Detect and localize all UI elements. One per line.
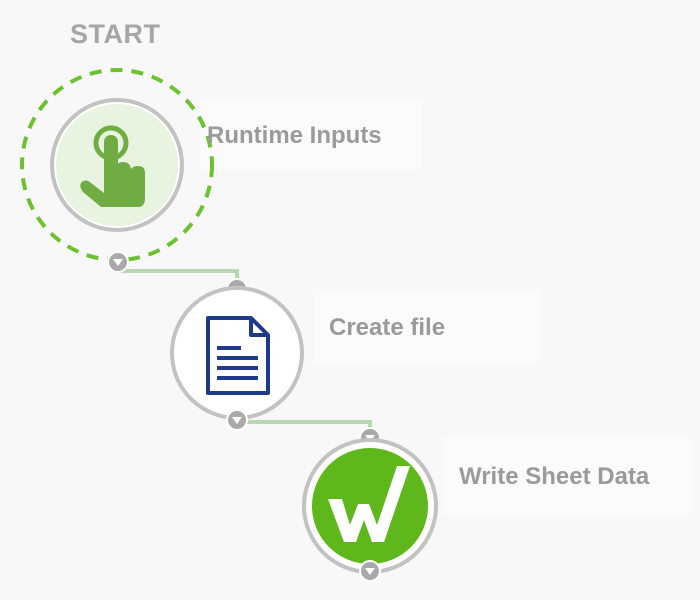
node-write-sheet-data[interactable] [298,424,443,590]
node-runtime-inputs[interactable] [15,65,225,280]
document-icon [206,316,270,395]
node-label-background [443,437,692,515]
node-create-file[interactable] [166,275,311,435]
start-label: START [70,19,161,49]
port-arrow-icon [232,417,242,424]
node-label-create-file: Create file [329,314,446,341]
touch-hand-icon [80,125,145,207]
node-label-runtime-inputs: Runtime Inputs [207,122,382,149]
node-label-background [314,290,540,364]
node-label-background [200,100,422,170]
w-logo-icon [312,448,428,564]
port-arrow-icon [365,568,375,575]
port-arrow-icon [113,259,123,266]
node-label-write-sheet-data: Write Sheet Data [459,463,650,490]
